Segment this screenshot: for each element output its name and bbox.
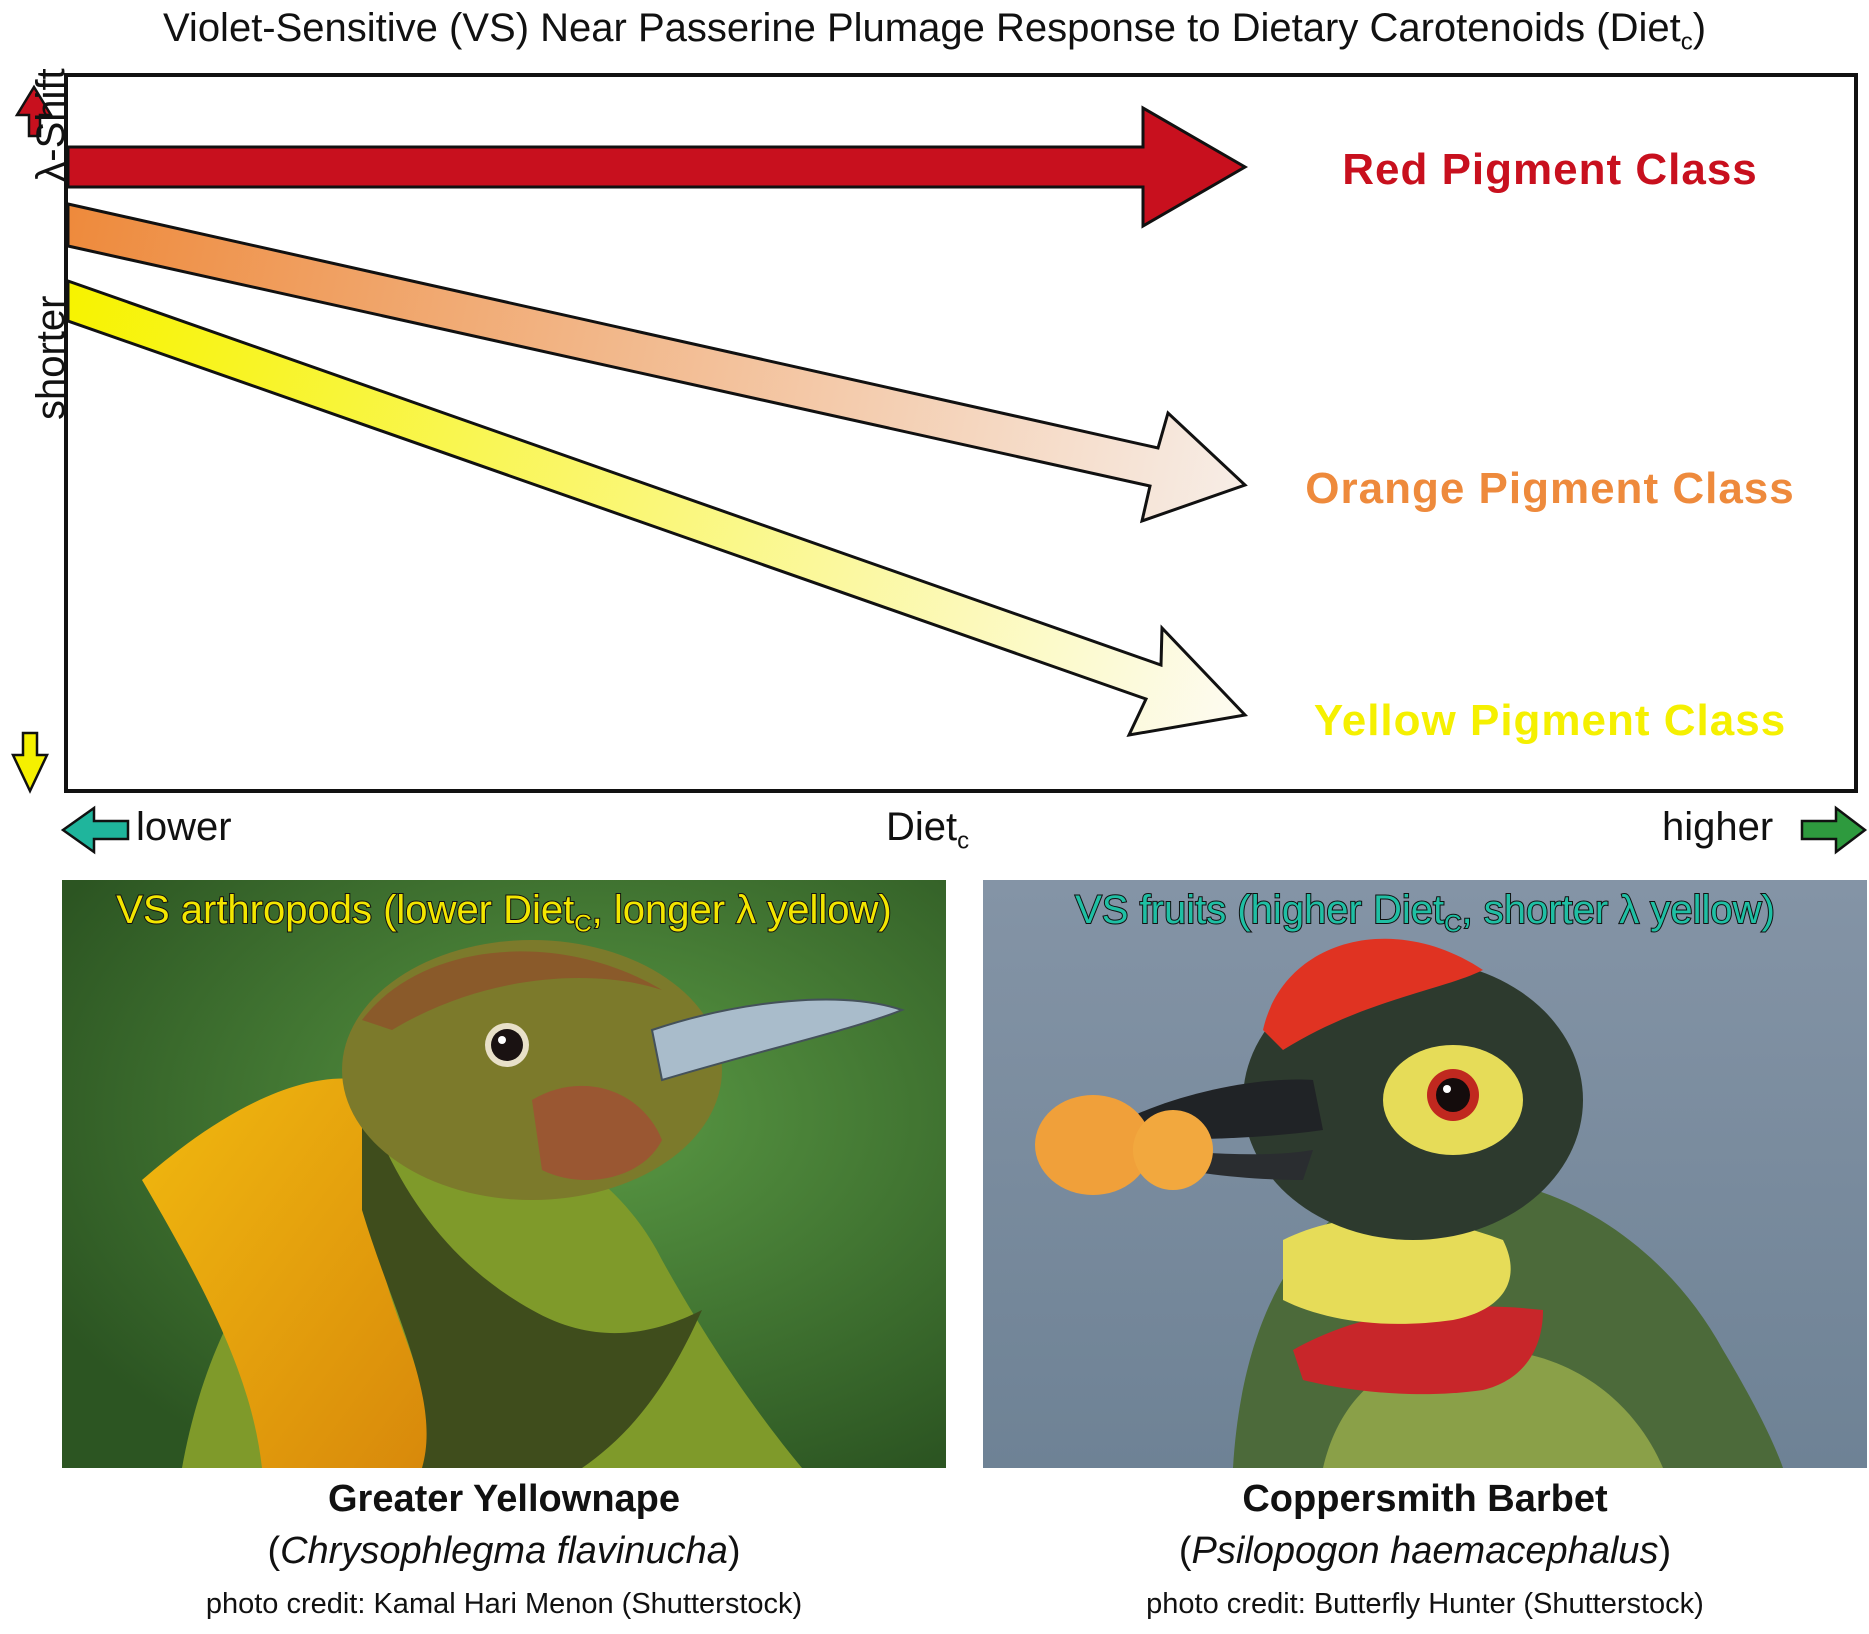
left-arrow-icon: [60, 805, 130, 855]
barbet-photo-label: VS fruits (higher DietC, shorter λ yello…: [1074, 887, 1776, 938]
x-axis-title: Dietc: [886, 805, 970, 855]
coppersmith-barbet-photo: VS fruits (higher DietC, shorter λ yello…: [983, 880, 1867, 1468]
greater-yellownape-photo: VS arthropods (lower DietC, longer λ yel…: [62, 880, 946, 1468]
orange-class-label: Orange Pigment Class: [1305, 464, 1794, 513]
yellownape-photo-credit: photo credit: Kamal Hari Menon (Shutters…: [205, 1588, 803, 1620]
figure-title: Violet-Sensitive (VS) Near Passerine Plu…: [162, 6, 1707, 56]
y-axis-middle-label: λ-Shift: [29, 68, 73, 182]
yellownape-photo-label: VS arthropods (lower DietC, longer λ yel…: [115, 887, 892, 938]
barbet-common-name: Coppersmith Barbet: [1242, 1478, 1608, 1520]
x-axis-low-label: lower: [136, 805, 232, 849]
yellownape-common-name: Greater Yellownape: [327, 1478, 681, 1520]
y-axis-labels: shorter λ-Shift longer: [4, 68, 73, 690]
red-class-arrow: [66, 105, 1248, 229]
yellownape-illustration: [62, 880, 946, 1468]
right-arrow-icon: [1800, 805, 1868, 855]
red-class-label: Red Pigment Class: [1342, 145, 1758, 194]
up-arrow-icon: [14, 84, 54, 138]
down-arrow-icon: [11, 731, 49, 794]
y-axis-top-label: longer: [29, 0, 74, 25]
yellow-class-label: Yellow Pigment Class: [1314, 696, 1786, 745]
yellow-class-arrow: [66, 278, 1249, 737]
yellownape-scientific-name: (Chrysophlegma flavinucha): [267, 1530, 741, 1572]
y-axis-bottom-label: shorter: [29, 295, 73, 421]
diagram-arrows: Red Pigment Class Orange Pigment Class Y…: [11, 84, 1868, 855]
barbet-scientific-name: (Psilopogon haemacephalus): [1178, 1530, 1672, 1572]
orange-class-arrow: [66, 202, 1248, 524]
x-axis-high-label: higher: [1662, 805, 1774, 849]
barbet-illustration: [983, 880, 1867, 1468]
barbet-photo-credit: photo credit: Butterfly Hunter (Shutters…: [1146, 1588, 1704, 1620]
